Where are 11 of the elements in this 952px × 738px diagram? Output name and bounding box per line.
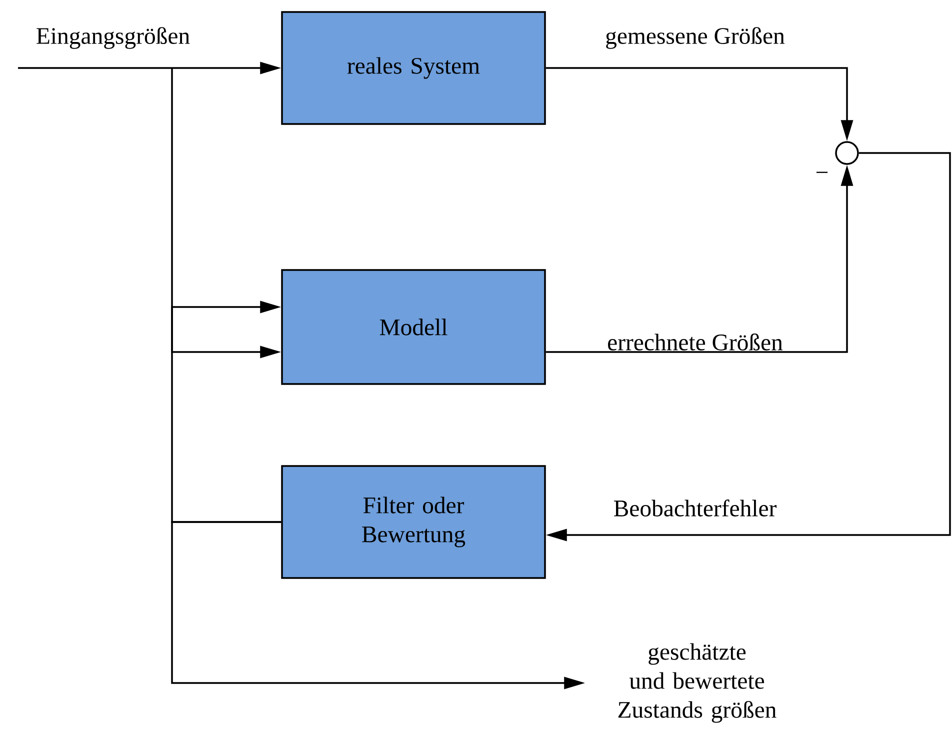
block-box: Filter oder Bewertung bbox=[281, 465, 546, 579]
summing-junction bbox=[835, 141, 859, 165]
edge-label: errechnete Größen bbox=[608, 334, 783, 350]
block-box: reales System bbox=[281, 11, 546, 125]
edge-label: Eingangsgrößen bbox=[36, 27, 190, 49]
edge-label: gemessene Größen bbox=[606, 27, 785, 49]
minus-sign: − bbox=[816, 172, 828, 173]
arrow bbox=[171, 300, 282, 523]
block-box: Modell bbox=[281, 269, 546, 385]
output-text: geschätzte und bewertete Zustands größen bbox=[618, 643, 776, 723]
edge-label: Beobachterfehler bbox=[614, 500, 776, 516]
